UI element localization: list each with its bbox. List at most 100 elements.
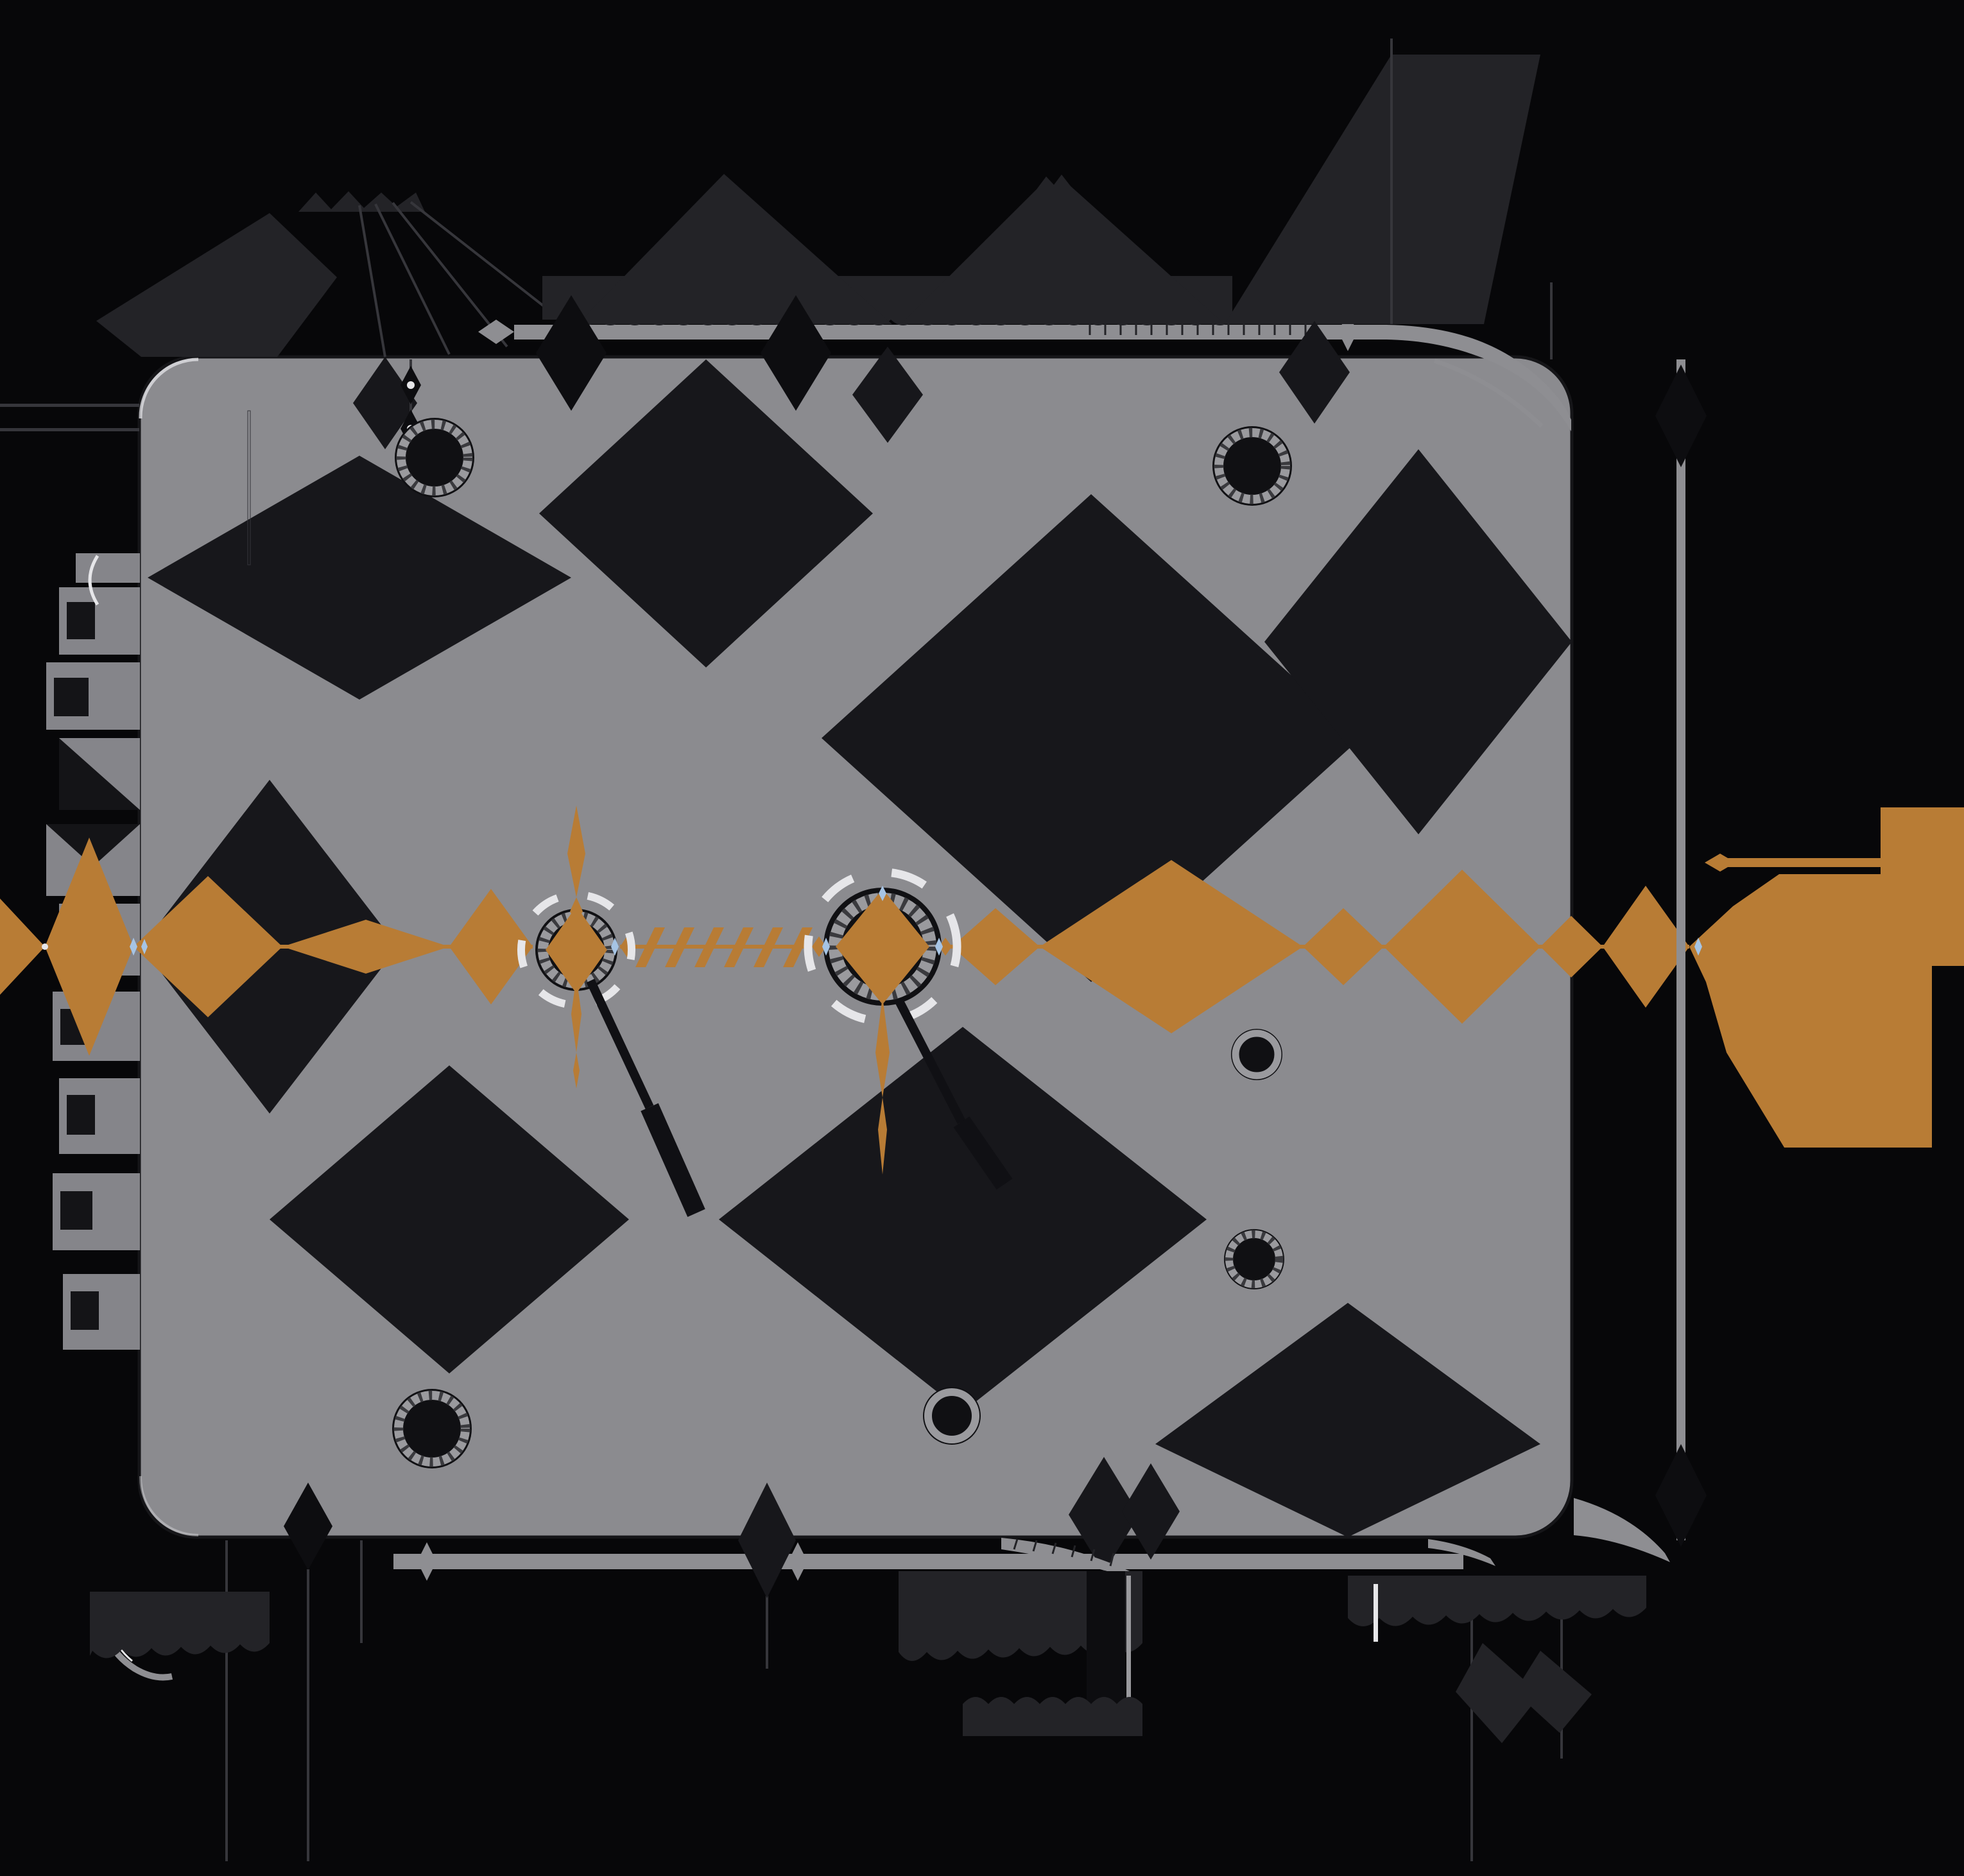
dimension-star-marker	[775, 1542, 821, 1581]
connector-detail	[46, 824, 140, 866]
connector-slot	[71, 1291, 99, 1330]
point-marker	[407, 381, 415, 389]
highlighted-hole-a	[517, 805, 705, 1218]
cyan-tick	[611, 938, 619, 956]
left-edge-markers	[42, 939, 148, 954]
glyph-diamond	[822, 494, 1361, 982]
arrowhead-diamond	[284, 1483, 332, 1570]
arrowhead-diamond	[1655, 365, 1707, 467]
arrowhead-diamond	[1279, 321, 1350, 424]
knurled-hole	[392, 1389, 472, 1468]
cyan-tick	[879, 886, 886, 901]
leader-line	[586, 979, 654, 1109]
dimension-band	[393, 1554, 1463, 1569]
glyph-dark-bar	[1087, 1571, 1125, 1716]
dim-line	[1676, 359, 1685, 1540]
glyph-diamond	[539, 359, 873, 667]
glyph-blob	[90, 1592, 270, 1658]
corner-highlight-bottom-left	[139, 1476, 199, 1536]
right-leader-polygon	[1689, 807, 1964, 1148]
glyph-blob	[899, 1571, 1142, 1661]
dimension-star-marker	[404, 1542, 450, 1581]
right-vertical-dimension	[1655, 359, 1707, 1547]
point-marker	[42, 943, 48, 950]
extension-line	[247, 410, 251, 565]
cyan-tick	[935, 938, 943, 956]
extension-line	[1470, 1579, 1473, 1861]
top-left-annotation-cluster	[0, 191, 574, 565]
dimension-star-marker	[1325, 313, 1371, 351]
curved-leader-hook	[1386, 325, 1571, 431]
arrowhead-diamond	[852, 347, 923, 443]
cyan-tick	[130, 938, 137, 956]
swoosh-hatching	[1013, 1538, 1115, 1567]
extension-line	[0, 404, 139, 407]
break-symbol-sawtooth	[635, 927, 813, 967]
giant-glyph-triangle	[901, 175, 1225, 324]
leader-line-thick	[953, 1116, 1013, 1190]
swoosh	[1001, 1538, 1139, 1580]
vertical-diamond-chain	[875, 893, 890, 1175]
extension-line	[360, 1540, 363, 1643]
leader-fan-lines	[358, 201, 574, 357]
cyan-pinch-ticks	[130, 886, 1702, 956]
curved-leader-inner	[1433, 358, 1544, 428]
knurled-hole	[395, 418, 474, 497]
giant-glyph-triangle	[578, 174, 892, 324]
arrowhead-diamond	[738, 1483, 796, 1598]
extension-line	[1560, 1579, 1563, 1759]
giant-glyph-slab	[1225, 55, 1540, 324]
arrowhead-diamond	[353, 357, 417, 449]
center-diamond	[836, 889, 929, 1004]
glyph-row	[963, 1697, 1142, 1736]
arrowhead-diamond	[536, 295, 607, 411]
swoosh-wing	[1574, 1498, 1670, 1562]
oversized-glyph-shadows-on-plate	[141, 359, 1572, 1537]
extension-line	[1390, 39, 1393, 324]
knurled-hole	[1224, 1229, 1284, 1289]
plain-hole	[1231, 1029, 1282, 1080]
band-tick-marks	[1089, 324, 1307, 335]
glyph-tops	[298, 191, 425, 212]
glyph-blob	[96, 213, 337, 357]
cyan-tick	[1694, 938, 1702, 956]
orange-center-dimension	[0, 807, 1964, 1148]
glyph-diamonds	[1456, 1643, 1592, 1743]
arrowhead-diamond	[1122, 1463, 1180, 1560]
connector-slot	[60, 1191, 92, 1230]
extension-line	[307, 1569, 309, 1861]
connector-block	[76, 553, 140, 583]
connector-highlight-arc	[88, 555, 99, 606]
bottom-dimension	[225, 1457, 1563, 1861]
corner-highlight-top-left	[139, 357, 199, 419]
arrowhead-diamond	[1069, 1457, 1139, 1572]
diamond-chain-left	[0, 838, 533, 1056]
knurled-hole	[1212, 426, 1292, 506]
glyph-diamond	[270, 1065, 629, 1373]
selection-dash-arcs	[517, 891, 635, 1009]
light-tick	[1126, 1576, 1131, 1712]
glyph-diamond	[148, 456, 571, 700]
cyan-tick	[822, 938, 830, 956]
extension-line	[225, 1540, 228, 1861]
leader-line	[894, 997, 966, 1124]
dim-core-line	[620, 945, 812, 949]
glyph-diamond	[1155, 1303, 1540, 1537]
diamond-chain-right	[939, 860, 1689, 1033]
leader-line	[1728, 858, 1964, 867]
vertical-diamond-chain	[567, 805, 585, 1089]
glyph-diamond	[1264, 449, 1572, 834]
top-dimension	[353, 39, 1571, 449]
cyan-tick	[141, 939, 148, 954]
connector-detail	[59, 738, 140, 810]
mount-holes	[392, 418, 1292, 1468]
arrowhead-diamond	[761, 295, 831, 411]
connector-slot	[67, 602, 95, 639]
connector-slot	[54, 678, 89, 716]
extension-line	[0, 428, 139, 431]
connector-slot	[67, 1095, 95, 1135]
white-tick	[1374, 1584, 1378, 1642]
arrowhead-diamond	[1655, 1444, 1707, 1547]
